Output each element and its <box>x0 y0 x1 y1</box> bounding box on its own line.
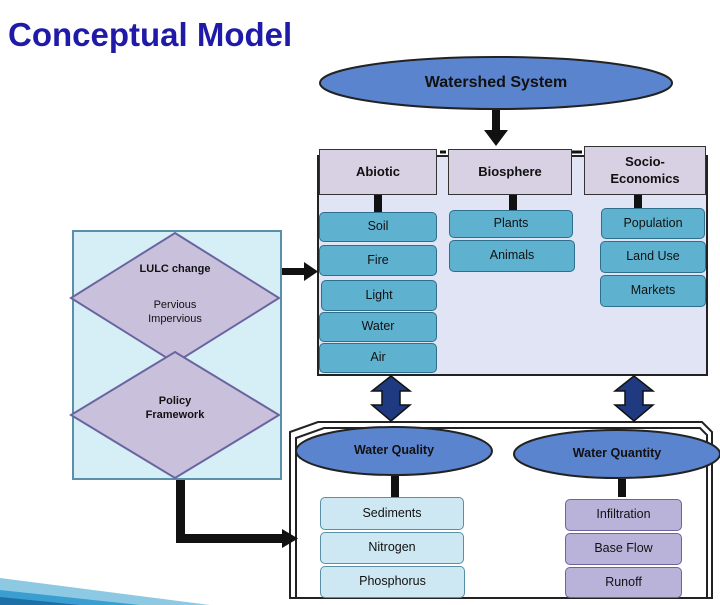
lulc-line1: Pervious <box>153 299 197 312</box>
lulc-line2: Impervious <box>148 313 202 325</box>
quality-connector <box>391 475 399 497</box>
policy-diamond <box>69 350 281 480</box>
abiotic-item: Water <box>319 312 437 342</box>
water-quality-label: Water Quality <box>353 443 435 458</box>
water-quality-item: Phosphorus <box>320 566 465 598</box>
policy-framework-label: Policy Framework <box>100 392 250 426</box>
biosphere-item: Plants <box>449 210 573 238</box>
double-arrow-quality <box>369 375 413 422</box>
water-quality-ellipse <box>295 426 493 476</box>
policy-line1: Policy <box>158 395 192 408</box>
category-biosphere-label: Biosphere <box>478 163 542 179</box>
page-title: Conceptual Model <box>8 16 293 53</box>
water-quality-item: Sediments <box>320 497 464 530</box>
water-quality-item: Nitrogen <box>320 532 464 564</box>
socio-item-label: Population <box>623 215 683 230</box>
water-quality-item-label: Sediments <box>362 505 422 520</box>
water-quality-item-label: Nitrogen <box>368 540 416 555</box>
water-quality-item-label: Phosphorus <box>359 574 426 589</box>
socio-item: Markets <box>600 275 706 307</box>
abiotic-item-label: Fire <box>367 252 389 267</box>
watershed-ellipse <box>319 56 673 110</box>
category-connectors <box>374 194 642 212</box>
socio-item-label: Markets <box>630 283 676 298</box>
abiotic-item: Air <box>319 343 437 373</box>
watershed-arrow <box>440 108 582 154</box>
water-quantity-item-label: Runoff <box>605 574 642 589</box>
socio-item: Land Use <box>600 241 706 273</box>
socio-line1: Socio- <box>625 154 665 170</box>
policy-to-water-arrow <box>176 480 298 548</box>
decorative-stripes <box>0 578 210 605</box>
category-socio-economics: Socio- Economics <box>584 146 706 195</box>
quantity-connector <box>618 479 626 497</box>
lulc-change-label: LULC change <box>100 258 250 282</box>
water-quantity-item-label: Infiltration <box>596 507 651 522</box>
lulc-to-abiotic-arrow <box>282 262 318 281</box>
water-quantity-ellipse <box>513 429 720 479</box>
abiotic-item-label: Soil <box>367 219 389 234</box>
abiotic-item: Fire <box>319 245 437 276</box>
socio-line2: Economics <box>610 170 680 186</box>
watershed-system-label: Watershed System <box>424 74 568 91</box>
abiotic-item: Light <box>321 280 437 311</box>
water-quantity-label: Water Quantity <box>572 446 662 461</box>
abiotic-item-label: Air <box>370 350 386 365</box>
socio-item: Population <box>601 208 705 239</box>
water-quantity-item-label: Base Flow <box>594 541 653 556</box>
lulc-detail-label: Pervious Impervious <box>100 296 250 330</box>
policy-line2: Framework <box>145 409 205 421</box>
double-arrow-quantity <box>612 375 656 422</box>
category-socio-economics-label: Socio- Economics <box>585 147 705 194</box>
abiotic-item-label: Light <box>365 287 393 302</box>
biosphere-item-label: Plants <box>493 216 529 231</box>
category-abiotic-label: Abiotic <box>355 163 401 179</box>
lulc-title: LULC change <box>139 263 211 276</box>
socio-item-label: Land Use <box>626 249 680 264</box>
category-abiotic: Abiotic <box>319 149 437 195</box>
abiotic-item-label: Water <box>361 319 395 334</box>
biosphere-item-label: Animals <box>489 248 535 263</box>
abiotic-item: Soil <box>319 212 437 242</box>
water-quantity-item: Infiltration <box>565 499 682 531</box>
category-biosphere: Biosphere <box>448 149 572 195</box>
water-quantity-item: Runoff <box>565 567 682 598</box>
water-quantity-item: Base Flow <box>565 533 682 565</box>
biosphere-item: Animals <box>449 240 575 272</box>
